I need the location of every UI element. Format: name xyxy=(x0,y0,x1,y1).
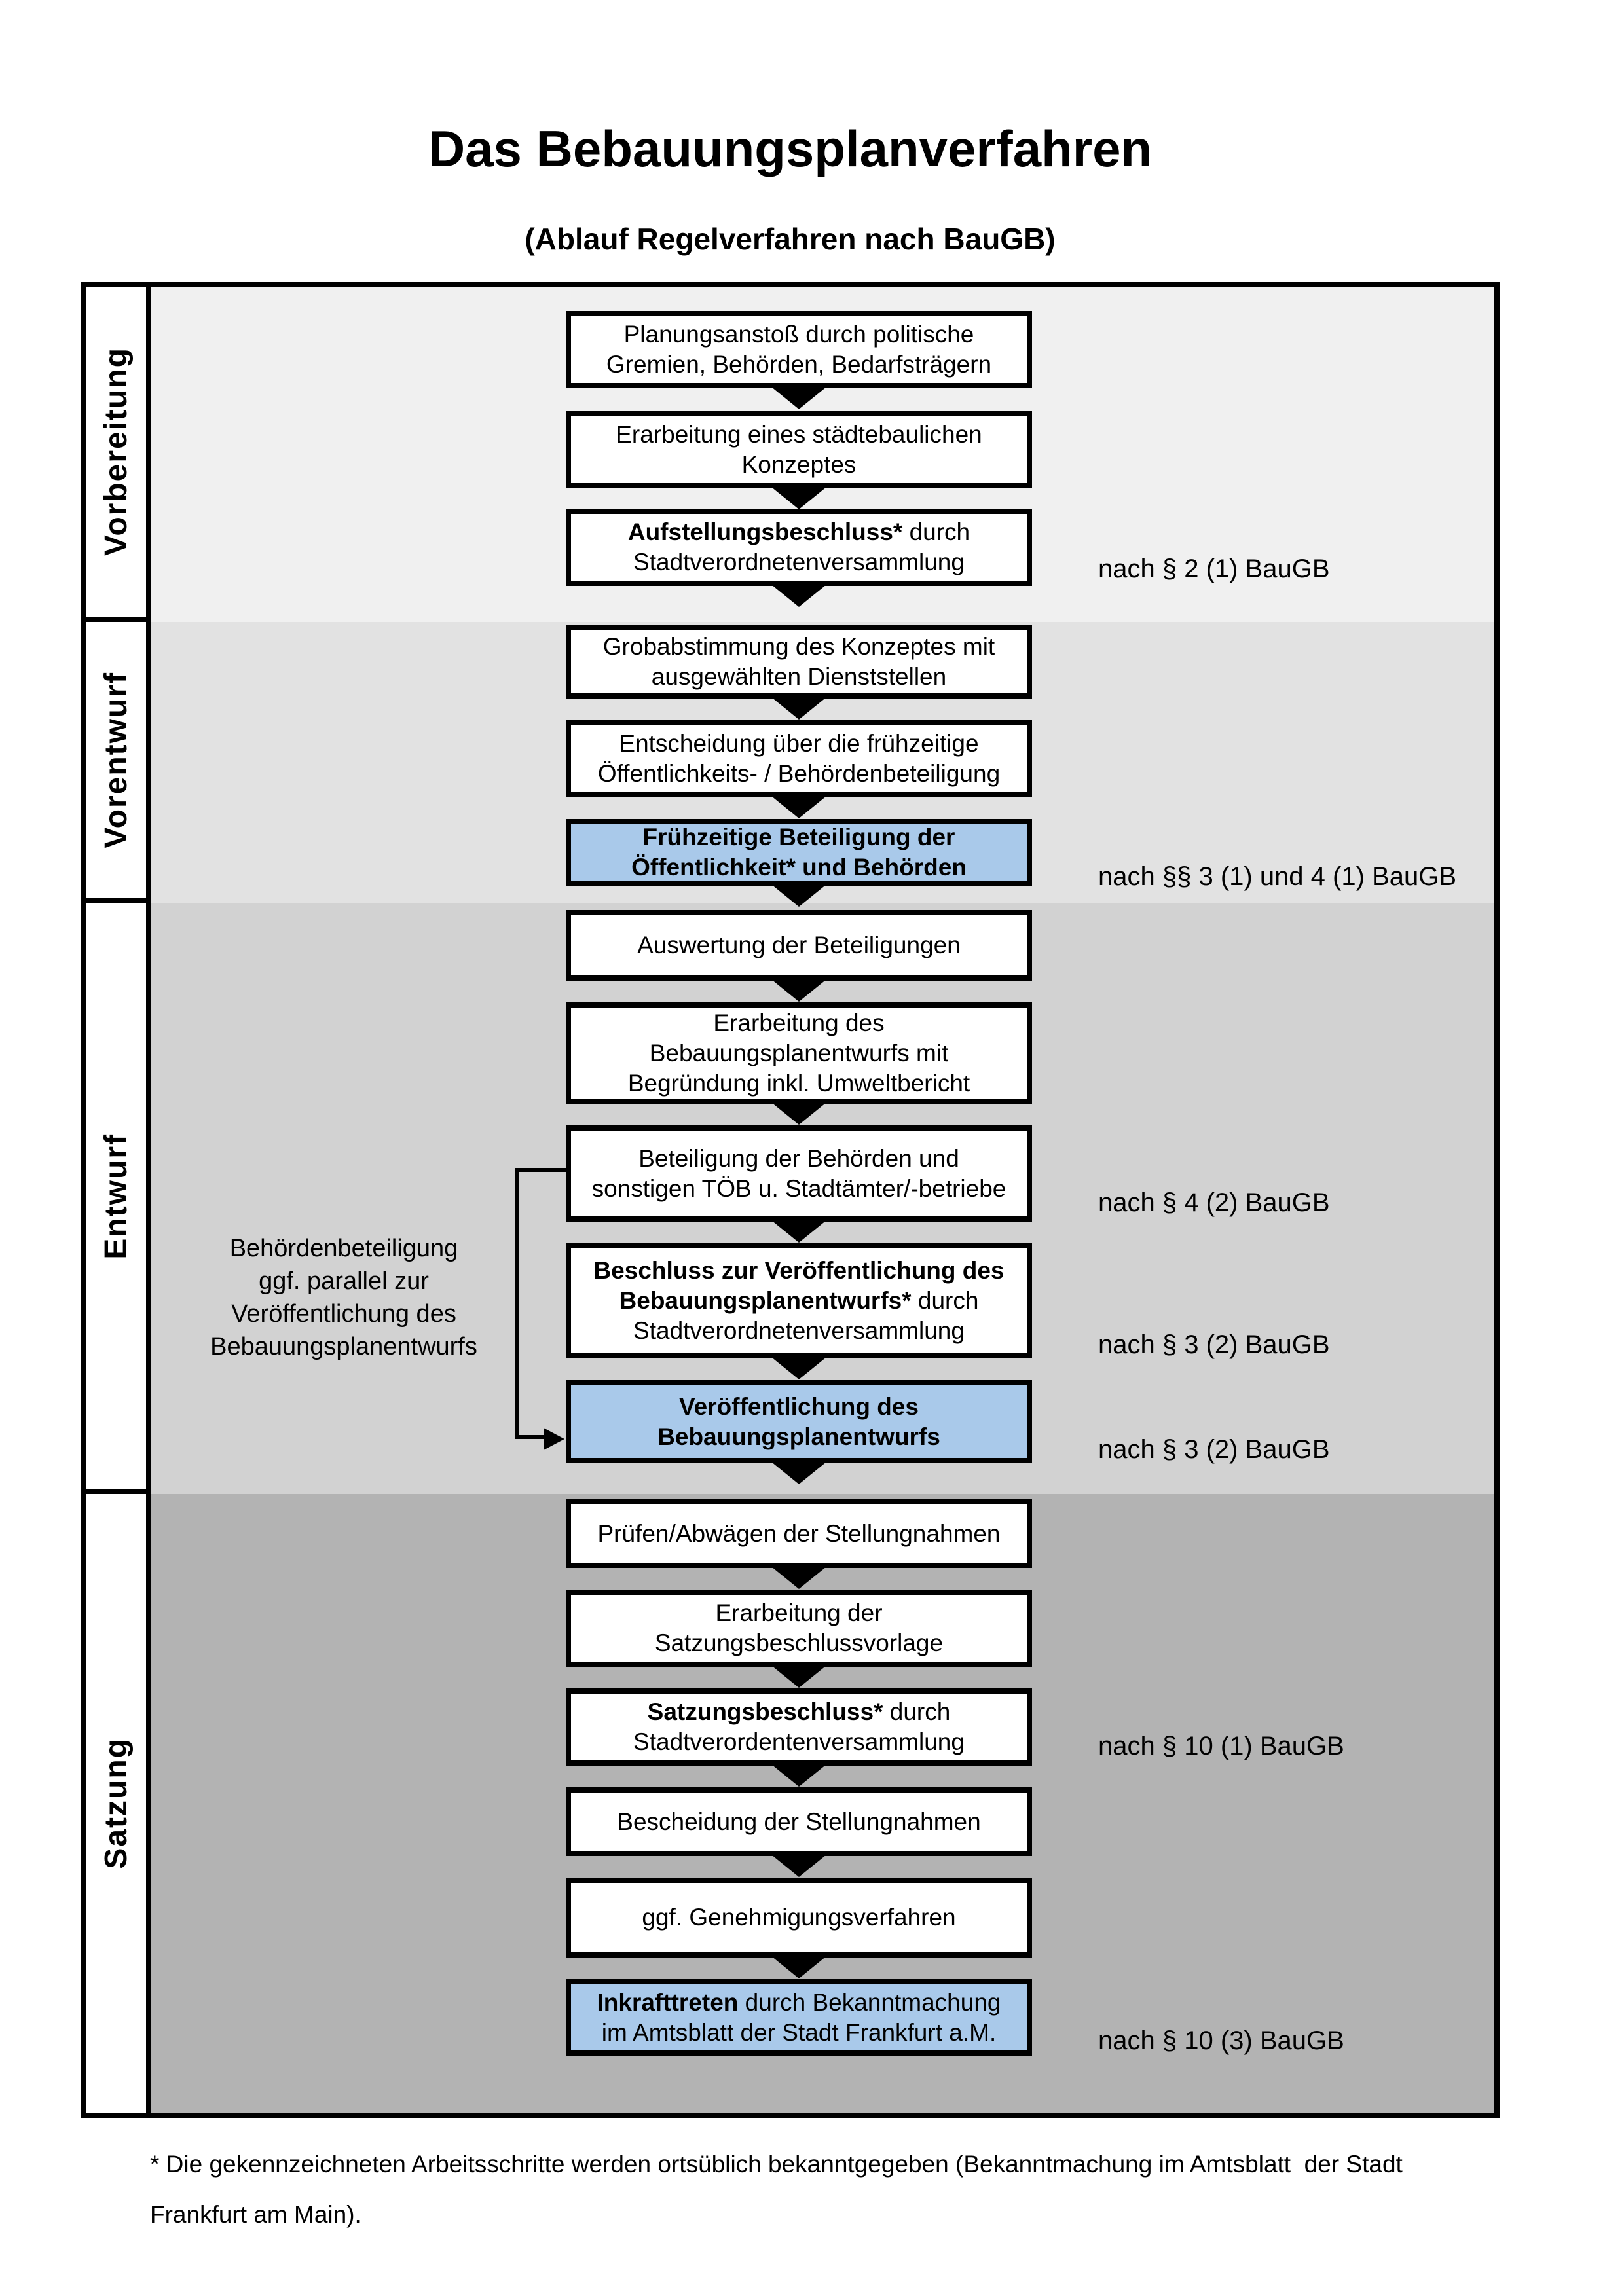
flow-box-aufstellungsbeschluss: Aufstellungsbeschluss* durch Stadtverord… xyxy=(566,509,1032,586)
page-title: Das Bebauungsplanverfahren xyxy=(428,120,1153,177)
parallel-connector-arrow-icon xyxy=(544,1428,564,1450)
flow-arrow-down xyxy=(771,1357,826,1379)
legal-ref-par3-2-b: nach § 3 (2) BauGB xyxy=(1098,1435,1330,1464)
legal-ref-par3-2-a: nach § 3 (2) BauGB xyxy=(1098,1330,1330,1359)
flow-box-genehmigungsverfahren: ggf. Genehmigungsverfahren xyxy=(566,1878,1032,1958)
flow-box-planungsanstoss: Planungsanstoß durch politische Gremien,… xyxy=(566,311,1032,388)
footnote-line-1: * Die gekennzeichneten Arbeitsschritte w… xyxy=(150,2151,1403,2178)
phase-label-entwurf: Entwurf xyxy=(98,1133,134,1260)
legal-ref-par10-1: nach § 10 (1) BauGB xyxy=(1098,1732,1344,1760)
legal-ref-par2-1: nach § 2 (1) BauGB xyxy=(1098,555,1330,583)
flow-arrow-down xyxy=(771,1567,826,1589)
flow-arrow-down xyxy=(771,387,826,409)
flow-box-konzept-erarbeitung: Erarbeitung eines städtebaulichen Konzep… xyxy=(566,411,1032,488)
flow-arrow-down xyxy=(771,1855,826,1877)
parallel-connector-bottom-line xyxy=(515,1435,549,1439)
flow-box-erarbeitung-satzungsbeschlussvorlage: Erarbeitung der Satzungsbeschlussvorlage xyxy=(566,1590,1032,1667)
flow-arrow-down xyxy=(771,1220,826,1243)
flow-arrow-down xyxy=(771,487,826,509)
phase-label-cell: Vorbereitung xyxy=(86,287,146,622)
phase-label-cell: Entwurf xyxy=(86,903,146,1494)
flow-box-beschluss-veroeffentlichung: Beschluss zur Veröffentlichung des Bebau… xyxy=(566,1243,1032,1358)
legal-ref-par10-3: nach § 10 (3) BauGB xyxy=(1098,2026,1344,2055)
flow-box-bescheidung-stellungnahmen: Bescheidung der Stellungnahmen xyxy=(566,1787,1032,1856)
legal-ref-par4-2: nach § 4 (2) BauGB xyxy=(1098,1188,1330,1217)
flow-box-veroeffentlichung-bebauungsplanentwurf: Veröffentlichung des Bebauungsplanentwur… xyxy=(566,1380,1032,1463)
flow-box-pruefen-abwaegen-stellungnahmen: Prüfen/Abwägen der Stellungnahmen xyxy=(566,1499,1032,1568)
flow-arrow-down xyxy=(771,1102,826,1125)
flow-arrow-down xyxy=(771,1956,826,1978)
phase-label-satzung: Satzung xyxy=(98,1738,134,1869)
legal-ref-par3-1-und-4-1: nach §§ 3 (1) und 4 (1) BauGB xyxy=(1098,862,1456,891)
flow-box-inkrafttreten: Inkrafttreten durch Bekanntmachung im Am… xyxy=(566,1979,1032,2056)
parallel-connector-vertical-line xyxy=(515,1168,519,1439)
flow-arrow-down xyxy=(771,585,826,607)
phase-label-cell: Vorentwurf xyxy=(86,622,146,903)
phase-label-vorentwurf: Vorentwurf xyxy=(98,672,134,848)
flow-box-fruehzeitige-beteiligung: Frühzeitige Beteiligung der Öffentlichke… xyxy=(566,819,1032,886)
flow-box-satzungsbeschluss: Satzungsbeschluss* durch Stadtverordente… xyxy=(566,1688,1032,1766)
side-note-parallel: Behördenbeteiligung ggf. parallel zur Ve… xyxy=(210,1235,477,1360)
flow-arrow-down xyxy=(771,1764,826,1787)
flow-box-grobabstimmung: Grobabstimmung des Konzeptes mit ausgewä… xyxy=(566,625,1032,699)
phase-label-vorbereitung: Vorbereitung xyxy=(98,347,134,556)
flow-box-erarbeitung-bebauungsplanentwurf: Erarbeitung des Bebauungsplanentwurfs mi… xyxy=(566,1002,1032,1104)
parallel-connector-top-line xyxy=(515,1168,567,1172)
footnote-line-2: Frankfurt am Main). xyxy=(150,2201,361,2228)
phase-label-column: Vorbereitung Vorentwurf Entwurf Satzung xyxy=(86,287,151,2113)
flow-arrow-down xyxy=(771,1666,826,1688)
flow-arrow-down xyxy=(771,884,826,907)
flow-box-entscheidung-fruehzeitige-beteiligung: Entscheidung über die frühzeitige Öffent… xyxy=(566,720,1032,797)
flow-box-beteiligung-behoerden-toeb: Beteiligung der Behörden und sonstigen T… xyxy=(566,1125,1032,1222)
phase-label-cell: Satzung xyxy=(86,1494,146,2113)
flow-arrow-down xyxy=(771,1462,826,1484)
page-subtitle: (Ablauf Regelverfahren nach BauGB) xyxy=(525,222,1056,256)
flow-arrow-down xyxy=(771,697,826,720)
flow-box-auswertung-beteiligungen: Auswertung der Beteiligungen xyxy=(566,910,1032,981)
flow-arrow-down xyxy=(771,979,826,1002)
flow-arrow-down xyxy=(771,796,826,818)
